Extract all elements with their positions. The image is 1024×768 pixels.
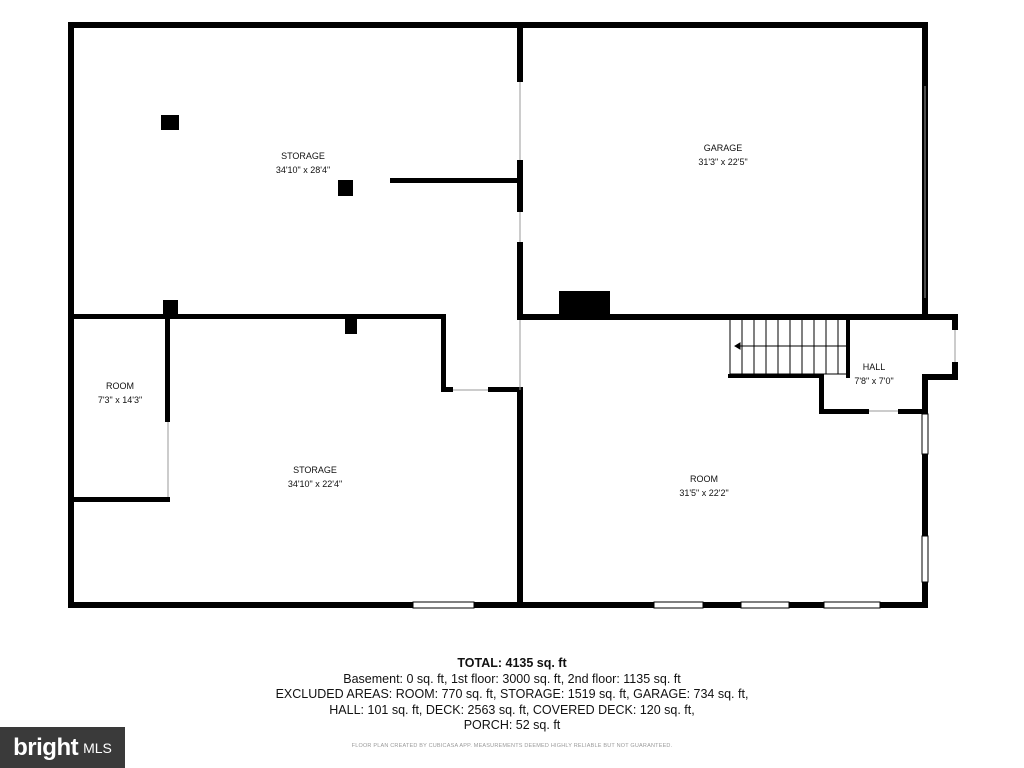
room-label-large-room: ROOM 31'5" x 22'2": [679, 472, 728, 500]
wall: [898, 409, 928, 414]
room-dims: 34'10" x 28'4": [275, 165, 331, 175]
wall: [517, 242, 523, 320]
wall: [728, 374, 823, 378]
wall: [517, 22, 928, 28]
room-dims: 31'3" x 22'5": [698, 157, 748, 167]
wall: [922, 582, 928, 608]
logo-brand: bright: [13, 733, 79, 761]
excluded-areas-line1: EXCLUDED AREAS: ROOM: 770 sq. ft, STORAG…: [275, 687, 749, 701]
wall: [819, 374, 824, 414]
room-label-hall: HALL 7'8" x 7'0": [854, 360, 893, 388]
room-label-storage-lower: STORAGE 34'10" x 22'4": [288, 463, 342, 491]
room-name: STORAGE: [293, 465, 337, 475]
wall: [952, 362, 958, 380]
disclaimer: FLOOR PLAN CREATED BY CUBICASA APP. MEAS…: [351, 743, 673, 749]
room-label-storage-upper: STORAGE 34'10" x 28'4": [276, 149, 330, 177]
wall: [68, 497, 170, 502]
wall: [922, 374, 928, 414]
wall: [68, 22, 523, 28]
room-label-garage: GARAGE 31'3" x 22'5": [698, 141, 747, 169]
wall: [819, 409, 869, 414]
chimney: [559, 291, 610, 318]
wall: [846, 318, 850, 378]
room-name: HALL: [862, 362, 886, 372]
column: [161, 115, 179, 130]
window: [412, 601, 475, 609]
wall: [390, 178, 520, 183]
room-dims: 7'8" x 7'0": [854, 376, 894, 386]
room-dims: 34'10" x 22'4": [287, 479, 343, 489]
wall: [488, 387, 523, 392]
wall: [952, 314, 958, 330]
wall: [517, 160, 523, 212]
excluded-areas-line3: PORCH: 52 sq. ft: [463, 718, 561, 732]
wall: [517, 314, 957, 320]
room-name: ROOM: [689, 474, 718, 484]
wall: [922, 454, 928, 536]
column: [345, 318, 357, 334]
room-name: STORAGE: [281, 151, 325, 161]
room-dims: 7'3" x 14'3": [97, 395, 143, 405]
area-summary: TOTAL: 4135 sq. ft Basement: 0 sq. ft, 1…: [0, 656, 1024, 734]
column: [163, 300, 178, 315]
window: [653, 601, 704, 609]
room-name: ROOM: [105, 381, 134, 391]
wall: [165, 314, 170, 422]
total-area: TOTAL: 4135 sq. ft: [457, 656, 567, 670]
stairs: [729, 318, 848, 375]
window: [823, 601, 881, 609]
window: [921, 535, 929, 583]
wall: [68, 602, 928, 608]
bright-mls-logo: bright MLS: [0, 727, 125, 768]
window: [740, 601, 790, 609]
wall: [441, 314, 446, 392]
room-dims: 31'5" x 22'2": [679, 488, 729, 498]
wall: [922, 374, 958, 380]
wall: [441, 387, 453, 392]
column: [338, 180, 353, 196]
room-label-small-room: ROOM 7'3" x 14'3": [98, 379, 142, 407]
wall: [517, 22, 523, 82]
window: [921, 413, 929, 455]
floor-plan: [68, 22, 958, 609]
wall: [517, 390, 523, 608]
logo-suffix: MLS: [83, 739, 112, 756]
room-name: GARAGE: [703, 143, 743, 153]
wall: [68, 314, 446, 319]
floor-breakdown: Basement: 0 sq. ft, 1st floor: 3000 sq. …: [343, 671, 681, 686]
excluded-areas-line2: HALL: 101 sq. ft, DECK: 2563 sq. ft, COV…: [329, 702, 695, 717]
